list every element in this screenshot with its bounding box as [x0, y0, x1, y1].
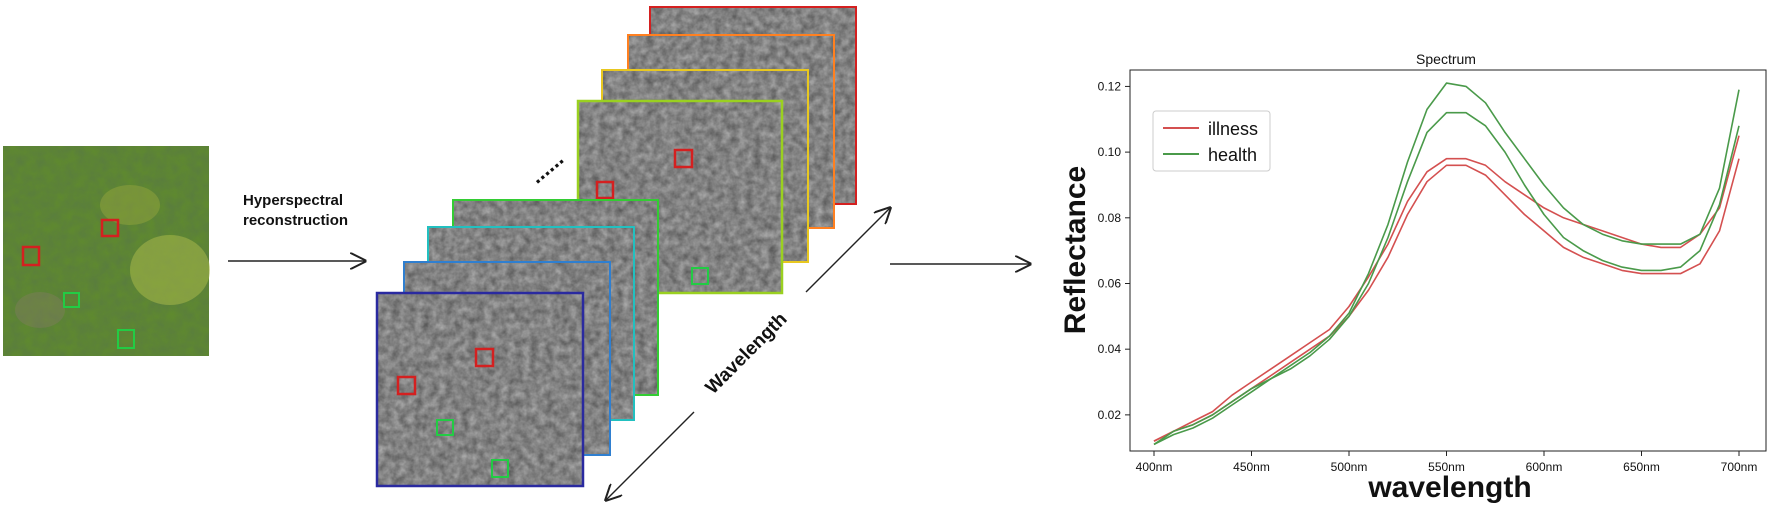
roi-illness-box [21, 245, 41, 267]
roi-illness-box [474, 347, 495, 368]
y-tick-label: 0.10 [1098, 145, 1122, 159]
step-label-line1: Hyperspectral [243, 192, 343, 209]
roi-health-box [436, 419, 454, 436]
rgb-aerial-image [3, 146, 210, 356]
roi-illness-box [595, 180, 615, 200]
y-tick-label: 0.04 [1098, 342, 1122, 356]
x-tick-label: 450nm [1233, 460, 1270, 474]
wavelength-arrow-upper [805, 208, 890, 293]
x-axis-label: wavelength [1367, 471, 1531, 504]
y-axis-label: Reflectance [1059, 166, 1092, 334]
wavelength-arrow-lower [606, 411, 695, 500]
roi-health-box [491, 459, 509, 478]
roi-illness-box [673, 148, 694, 169]
roi-health-box [63, 292, 80, 308]
roi-health-box [691, 267, 709, 285]
x-tick-label: 550nm [1428, 460, 1465, 474]
band-stack: ...... [375, 6, 857, 488]
band-image [375, 291, 585, 488]
series-line-health-2 [1153, 82, 1740, 446]
roi-illness-box [100, 218, 120, 238]
legend: illness health [1152, 110, 1271, 172]
y-tick-label: 0.02 [1098, 408, 1122, 422]
legend-label-health: health [1208, 145, 1257, 165]
wavelength-axis-label: Wavelength [702, 309, 792, 399]
y-tick-label: 0.12 [1098, 79, 1122, 93]
legend-label-illness: illness [1208, 119, 1258, 139]
series-lines [1153, 82, 1740, 446]
x-axis: 400nm 450nm 500nm 550nm 600nm 650nm 700nm [1136, 451, 1758, 474]
y-tick-label: 0.06 [1098, 276, 1122, 290]
band-image [576, 99, 784, 295]
step-label-line2: reconstruction [243, 212, 348, 229]
x-tick-label: 400nm [1136, 460, 1173, 474]
y-axis: 0.02 0.04 0.06 0.08 0.10 0.12 [1098, 79, 1130, 422]
y-tick-label: 0.08 [1098, 211, 1122, 225]
x-tick-label: 700nm [1721, 460, 1758, 474]
x-tick-label: 500nm [1331, 460, 1368, 474]
ellipsis-more-bands: ...... [524, 146, 568, 189]
series-line-health-3 [1153, 111, 1740, 446]
chart-title: Spectrum [1416, 51, 1476, 67]
x-tick-label: 600nm [1526, 460, 1563, 474]
roi-health-box [117, 329, 135, 349]
x-tick-label: 650nm [1623, 460, 1660, 474]
roi-illness-box [396, 375, 417, 396]
